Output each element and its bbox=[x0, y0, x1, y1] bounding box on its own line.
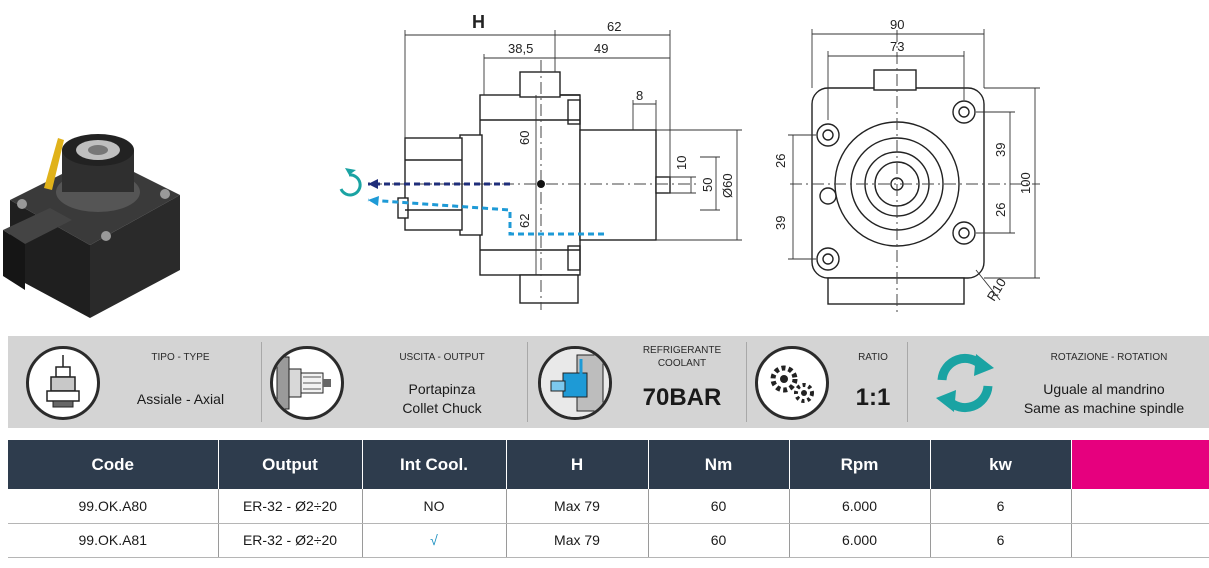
dim-d60: Ø60 bbox=[720, 173, 735, 198]
cell-empty bbox=[1071, 489, 1209, 524]
side-view-drawing bbox=[811, 69, 985, 305]
cell-nm: 60 bbox=[648, 489, 790, 524]
cell-int-cool: NO bbox=[362, 489, 507, 524]
dim-h: H bbox=[472, 12, 485, 32]
cell-empty bbox=[1071, 523, 1209, 558]
spec-ratio-value: 1:1 bbox=[855, 384, 891, 411]
header-accent bbox=[1071, 440, 1209, 489]
header-rpm: Rpm bbox=[789, 440, 931, 489]
cell-output: ER-32 - Ø2÷20 bbox=[218, 523, 363, 558]
spec-rotation: ROTAZIONE - ROTATION Uguale al mandrino … bbox=[908, 336, 1209, 428]
cell-int-cool-check: √ bbox=[362, 523, 507, 558]
dim-38-5: 38,5 bbox=[508, 41, 533, 56]
spec-output: USCITA - OUTPUT Portapinza Collet Chuck bbox=[262, 336, 527, 428]
header-output: Output bbox=[218, 440, 363, 489]
dim-39-left: 39 bbox=[773, 216, 788, 230]
dim-10: 10 bbox=[674, 156, 689, 170]
cell-h: Max 79 bbox=[506, 489, 649, 524]
collet-chuck-icon bbox=[270, 346, 344, 420]
technical-drawings: H 62 38,5 49 8 60 62 10 50 Ø60 bbox=[3, 12, 1040, 318]
table-header-row: Code Output Int Cool. H Nm Rpm kw bbox=[8, 440, 1209, 489]
cell-nm: 60 bbox=[648, 523, 790, 558]
dim-r10: R10 bbox=[984, 275, 1009, 303]
dim-26-right: 26 bbox=[993, 203, 1008, 217]
header-kw: kw bbox=[930, 440, 1072, 489]
spec-type: TIPO - TYPE Assiale - Axial bbox=[8, 336, 261, 428]
spec-coolant-label-1: REFRIGERANTE bbox=[642, 345, 722, 356]
spec-ratio: RATIO 1:1 bbox=[747, 336, 907, 428]
spec-coolant: REFRIGERANTE COOLANT 70BAR bbox=[528, 336, 746, 428]
header-code: Code bbox=[8, 440, 219, 489]
cell-code: 99.OK.A80 bbox=[8, 489, 219, 524]
dim-62-side: 62 bbox=[517, 214, 532, 228]
spec-rotation-label: ROTAZIONE - ROTATION bbox=[1050, 352, 1168, 363]
dim-90: 90 bbox=[890, 17, 904, 32]
table-row: 99.OK.A80 ER-32 - Ø2÷20 NO Max 79 60 6.0… bbox=[8, 489, 1209, 524]
spec-separator bbox=[907, 342, 908, 422]
dim-26-left: 26 bbox=[773, 154, 788, 168]
coolant-icon bbox=[538, 346, 612, 420]
spec-rotation-value-2: Same as machine spindle bbox=[1023, 400, 1185, 416]
dim-39-right: 39 bbox=[993, 143, 1008, 157]
header-int-cool: Int Cool. bbox=[362, 440, 507, 489]
dim-50: 50 bbox=[700, 178, 715, 192]
spec-coolant-value: 70BAR bbox=[642, 384, 722, 411]
cell-code: 99.OK.A81 bbox=[8, 523, 219, 558]
cell-h: Max 79 bbox=[506, 523, 649, 558]
axial-tool-icon bbox=[26, 346, 100, 420]
dim-100: 100 bbox=[1018, 172, 1033, 194]
spec-rotation-value-1: Uguale al mandrino bbox=[1043, 381, 1165, 397]
dim-73: 73 bbox=[890, 39, 904, 54]
dim-8: 8 bbox=[636, 88, 643, 103]
dim-62-top: 62 bbox=[607, 19, 621, 34]
table-row: 99.OK.A81 ER-32 - Ø2÷20 √ Max 79 60 6.00… bbox=[8, 523, 1209, 558]
dim-49: 49 bbox=[594, 41, 608, 56]
spec-output-label: USCITA - OUTPUT bbox=[399, 352, 485, 363]
spec-type-value: Assiale - Axial bbox=[136, 391, 225, 407]
cell-kw: 6 bbox=[930, 489, 1072, 524]
cell-output: ER-32 - Ø2÷20 bbox=[218, 489, 363, 524]
cell-kw: 6 bbox=[930, 523, 1072, 558]
spec-output-value-2: Collet Chuck bbox=[402, 400, 482, 416]
gears-icon bbox=[755, 346, 829, 420]
cell-rpm: 6.000 bbox=[789, 523, 931, 558]
header-h: H bbox=[506, 440, 649, 489]
product-codes-table: Code Output Int Cool. H Nm Rpm kw 99.OK.… bbox=[8, 440, 1209, 558]
spec-separator bbox=[527, 342, 528, 422]
spec-coolant-label-2: COOLANT bbox=[657, 358, 707, 369]
spec-band: TIPO - TYPE Assiale - Axial USCITA - OUT… bbox=[8, 336, 1209, 428]
dim-60: 60 bbox=[517, 131, 532, 145]
front-view-drawing bbox=[397, 71, 671, 304]
spec-type-label: TIPO - TYPE bbox=[151, 352, 210, 363]
spec-separator bbox=[746, 342, 747, 422]
spec-separator bbox=[261, 342, 262, 422]
header-nm: Nm bbox=[648, 440, 790, 489]
cell-rpm: 6.000 bbox=[789, 489, 931, 524]
product-render bbox=[3, 134, 180, 318]
rotation-icon bbox=[930, 348, 1000, 418]
spec-ratio-label: RATIO bbox=[858, 352, 888, 363]
spec-output-value-1: Portapinza bbox=[408, 381, 476, 397]
